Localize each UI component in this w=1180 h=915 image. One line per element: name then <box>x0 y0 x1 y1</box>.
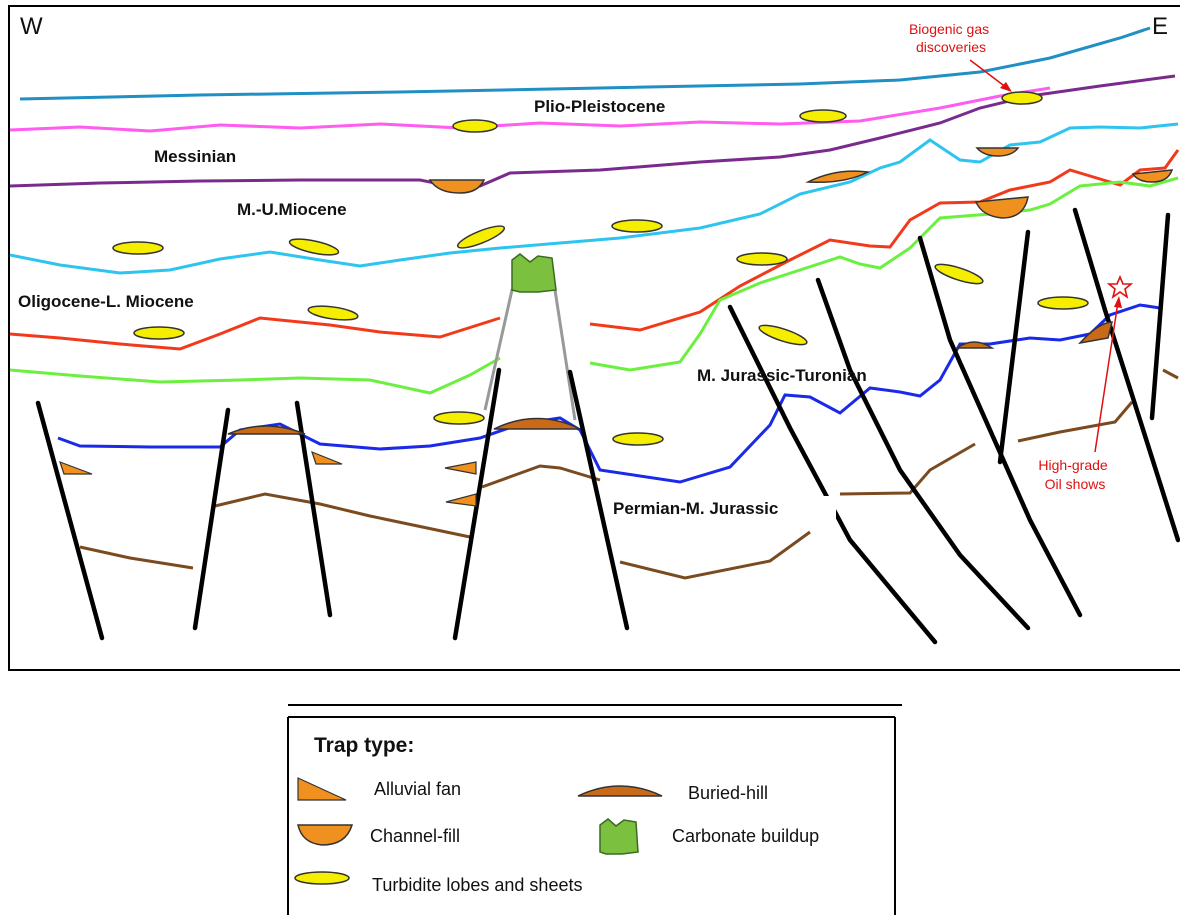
channel-fills <box>428 147 1174 219</box>
channel-fill-icon <box>805 170 871 184</box>
legend-turbidite: Turbidite lobes and sheets <box>372 875 582 895</box>
fault <box>997 229 1031 465</box>
fault <box>192 407 231 631</box>
faults <box>35 207 1180 645</box>
fault <box>815 277 1031 631</box>
plio-pleistocene-horizon <box>9 86 1051 133</box>
buried-hill-icon <box>493 417 581 430</box>
permian-horizon-6 <box>1017 401 1134 443</box>
section-frame <box>8 5 1180 671</box>
plio-pleistocene-label: Plio-Pleistocene <box>534 97 665 116</box>
legend: Trap type: Alluvial fan Buried-hill Chan… <box>287 704 902 915</box>
fault <box>452 367 502 641</box>
turbidite-icon <box>456 225 506 249</box>
fault <box>567 369 630 631</box>
turbidite-icon <box>133 326 185 340</box>
carbonate-buildup <box>483 253 577 421</box>
alluvial-fan-icon <box>297 777 347 801</box>
sea-floor-horizon <box>19 26 1151 101</box>
fault <box>727 304 938 645</box>
legend-carbonate-buildup: Carbonate buildup <box>672 826 819 846</box>
turbidite-icon <box>736 252 788 266</box>
turbidite-icon <box>307 305 359 321</box>
turbidite-icon <box>288 238 340 256</box>
permian-label-bg <box>608 496 836 520</box>
permian-horizon-2 <box>481 464 601 489</box>
messinian-label: Messinian <box>154 147 236 166</box>
alluvial-fan-icon <box>311 450 343 465</box>
fault <box>35 400 105 641</box>
m-u-miocene-label: M.-U.Miocene <box>237 200 347 219</box>
turbidite-icon <box>452 119 498 133</box>
buried-hill-icon <box>227 425 306 435</box>
permian-horizon-4 <box>619 530 811 580</box>
permian-horizon-5 <box>839 442 976 496</box>
legend-alluvial-fan: Alluvial fan <box>374 779 461 799</box>
m-jurassic-turonian-label: M. Jurassic-Turonian <box>697 366 867 385</box>
east-label: E <box>1152 13 1168 40</box>
alluvial-fans <box>59 450 477 507</box>
turbidite-icon <box>612 432 664 446</box>
fault <box>294 400 333 618</box>
buried-hill-icon <box>954 341 995 349</box>
turbidite-icon <box>112 241 164 255</box>
m-u-miocene-horizon <box>9 122 1179 275</box>
channel-fill-icon <box>975 147 1020 157</box>
channel-fill-icon <box>1131 169 1174 183</box>
legend-title: Trap type: <box>314 734 414 757</box>
turbidite-icon <box>433 411 485 425</box>
turbidite-icon <box>294 871 350 885</box>
carbonate-buildup-icon <box>599 818 639 855</box>
messinian-horizon <box>9 74 1176 188</box>
green-horizon-west <box>9 356 501 395</box>
arrow-icon <box>969 59 1012 92</box>
jurassic-turonian-horizon-west <box>57 303 1161 484</box>
turbidite-icon <box>934 263 984 285</box>
green-horizon-east <box>589 176 1179 372</box>
fault <box>1072 207 1180 543</box>
turbidite-icon <box>799 109 847 123</box>
turbidite-icon <box>611 219 663 233</box>
channel-fill-icon <box>974 196 1029 219</box>
alluvial-fan-icon <box>445 493 477 507</box>
turbidite-icon <box>1037 296 1089 310</box>
oil-shows-label: High-grade Oil shows <box>1038 457 1111 492</box>
alluvial-fan-icon <box>444 461 477 475</box>
buried-hill-icon <box>1077 321 1113 345</box>
channel-fill-icon <box>428 179 486 194</box>
permian-horizon-7 <box>1162 368 1179 380</box>
buried-hill-icon <box>577 785 663 797</box>
arrow-icon <box>1094 296 1122 453</box>
oligocene-horizon-east <box>589 149 1180 332</box>
alluvial-fan-icon <box>59 460 93 475</box>
turbidite-lobes <box>112 91 1089 446</box>
turbidite-icon <box>758 324 808 346</box>
permian-horizon-3 <box>79 545 194 570</box>
oligocene-label: Oligocene-L. Miocene <box>18 292 194 311</box>
turbidite-icon <box>1001 91 1043 105</box>
fault <box>1149 212 1171 421</box>
oligocene-horizon-west <box>9 316 501 351</box>
west-label: W <box>20 13 43 40</box>
biogenic-gas-label: Biogenic gas discoveries <box>909 21 993 55</box>
legend-buried-hill: Buried-hill <box>688 783 768 803</box>
channel-fill-icon <box>297 824 354 846</box>
star-icon <box>1106 274 1134 299</box>
legend-channel-fill: Channel-fill <box>370 826 460 846</box>
fault <box>917 235 1083 618</box>
buried-hills <box>227 321 1113 435</box>
permian-m-jurassic-label: Permian-M. Jurassic <box>613 499 778 518</box>
permian-horizon-1 <box>214 492 471 539</box>
